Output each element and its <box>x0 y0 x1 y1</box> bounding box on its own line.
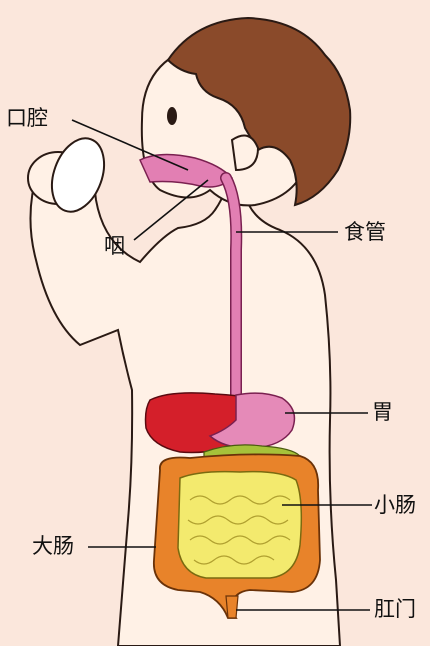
label-mouth: 口腔 <box>6 108 48 129</box>
rectum <box>226 596 238 618</box>
label-small-intestine: 小肠 <box>374 495 416 516</box>
label-large-intestine: 大肠 <box>32 536 74 557</box>
label-esophagus: 食管 <box>344 222 386 243</box>
label-pharynx: 咽 <box>104 236 125 257</box>
eye <box>167 107 177 125</box>
label-stomach: 胃 <box>372 402 393 423</box>
label-anus: 肛门 <box>374 599 416 620</box>
